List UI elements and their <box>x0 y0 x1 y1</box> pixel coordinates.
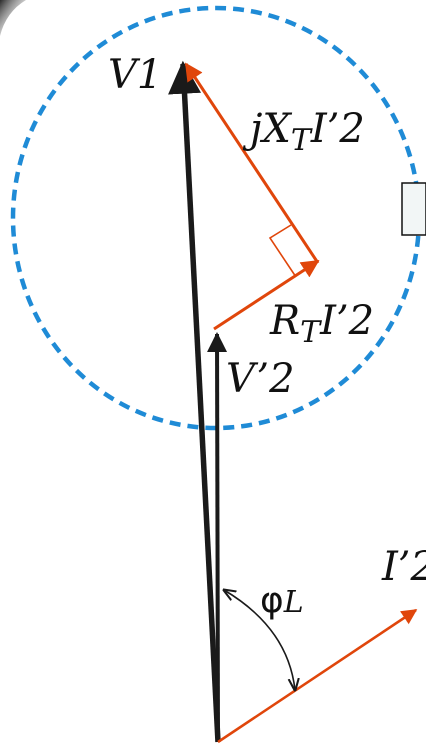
phi-label: φL <box>260 580 304 621</box>
jxt-label: jXTI’2 <box>242 106 365 158</box>
rt-label: RTI’2 <box>269 298 374 350</box>
right-angle-marker <box>268 224 297 278</box>
i2-label: I’2 <box>381 544 426 590</box>
v1-vector <box>168 60 221 743</box>
rt-vector <box>213 259 320 331</box>
v1-label: V1 <box>108 52 162 98</box>
corner-shadow <box>0 0 26 36</box>
jxt-vector <box>184 62 320 264</box>
small-box-icon <box>401 182 426 236</box>
v2-label: V’2 <box>226 356 295 402</box>
v2-vector <box>207 332 228 743</box>
i2-vector <box>217 608 418 744</box>
angle-arc-icon <box>224 590 295 690</box>
